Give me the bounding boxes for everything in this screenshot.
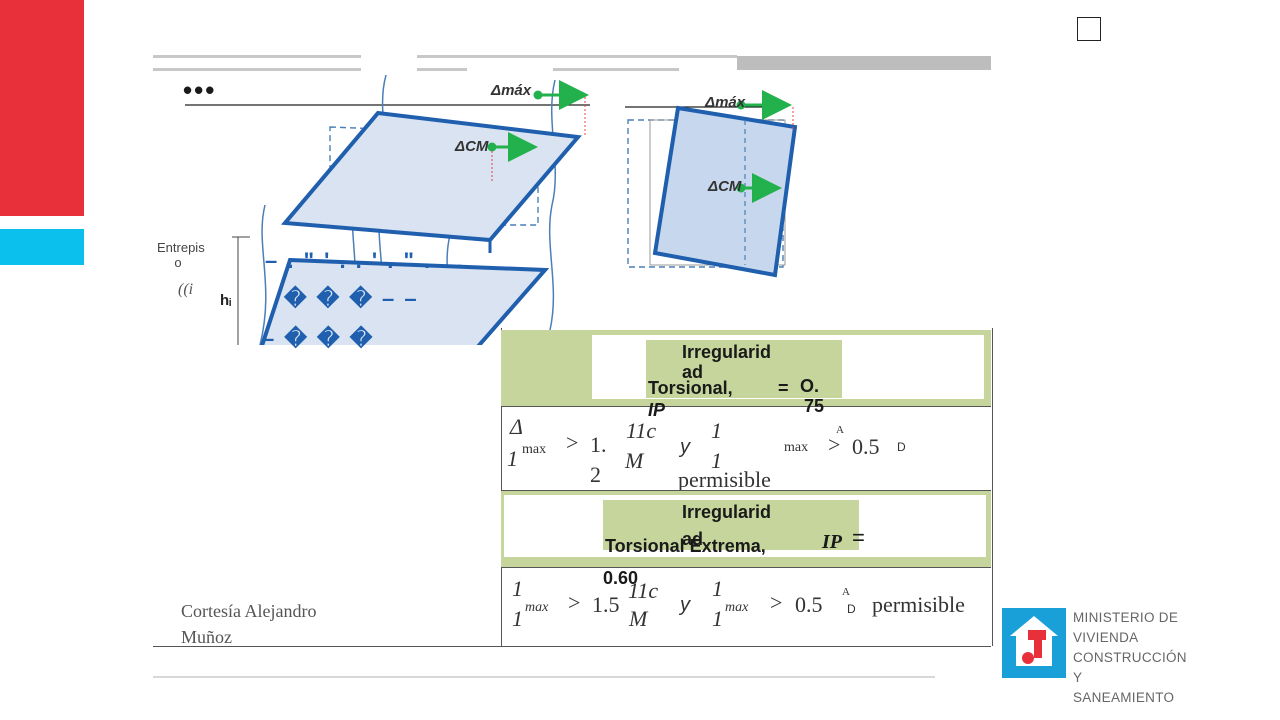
structure-diagram	[185, 75, 798, 345]
formula-term: 1	[512, 606, 523, 631]
formula-term: 2	[590, 462, 601, 487]
torsional-title-c: Torsional,	[648, 378, 733, 398]
plan-original-outline	[627, 119, 784, 268]
header-rule	[153, 55, 361, 58]
garbled-text: – . " ' . . ' . " . . .	[265, 248, 465, 273]
formula-term: 1.	[590, 432, 607, 457]
extrema-value: 0.60	[603, 568, 639, 588]
torsional-value: O.	[800, 376, 820, 396]
ministry-line: SANEAMIENTO	[1073, 690, 1175, 705]
footer-divider	[153, 676, 935, 678]
formula-term: 11c	[626, 418, 657, 443]
formula-term: A	[842, 586, 850, 598]
extrema-title-c: Torsional Extrema,	[605, 536, 766, 556]
formula-term: max	[522, 442, 547, 457]
irregularity-table	[501, 328, 993, 646]
formula-operator: >	[568, 590, 581, 615]
formula-term: max	[784, 440, 809, 455]
table-bottom-rule	[153, 646, 991, 647]
plan-rotated-slab	[652, 105, 798, 278]
formula-term: 11c	[628, 578, 659, 603]
ministry-logo	[1002, 608, 1066, 678]
torsional-title-b: ad	[682, 362, 704, 382]
formula-term: 1	[712, 576, 723, 601]
delta-cm-label: ΔCM	[455, 138, 489, 155]
lower-slab	[260, 257, 550, 345]
house-logo-icon	[1002, 608, 1066, 678]
column-line	[259, 204, 267, 345]
formula-term: 1	[712, 606, 723, 631]
formula-term: 1.5	[592, 592, 620, 617]
formula-term: D	[847, 602, 856, 616]
formula-term: max	[725, 600, 749, 615]
image-credit: Cortesía Alejandro Muñoz	[181, 598, 316, 650]
cyan-accent-bar	[0, 229, 84, 265]
garbled-text: � � � – –	[284, 286, 419, 311]
header-rule	[153, 68, 361, 71]
top-slab	[280, 110, 582, 243]
formula-term: M	[625, 448, 644, 473]
formula-term: A	[836, 424, 844, 436]
header-rule	[553, 68, 679, 71]
torsional-value-b: 75	[804, 396, 825, 416]
formula-term: Δ	[510, 414, 523, 439]
column-line	[548, 79, 557, 331]
formula-term: permisible	[678, 467, 771, 492]
formula-term: 1	[512, 576, 523, 601]
formula-term: M	[629, 606, 648, 631]
garbled-text: – � � �	[262, 326, 375, 351]
ministry-line: Y	[1073, 670, 1083, 685]
ministry-name: MINISTERIO DE VIVIENDA CONSTRUCCIÓN Y SA…	[1073, 608, 1223, 708]
credit-line: Muñoz	[181, 627, 232, 647]
entrepiso-sub: ((i	[178, 281, 194, 298]
torsional-title-a: Irregularid	[682, 342, 772, 362]
ministry-line: MINISTERIO DE	[1073, 610, 1179, 625]
extrema-eq: =	[852, 525, 865, 550]
header-rule	[417, 68, 467, 71]
extrema-title-b: ad	[682, 529, 704, 549]
red-accent-bar	[0, 0, 84, 216]
formula-term: y	[680, 436, 690, 458]
credit-line: Cortesía Alejandro	[181, 601, 317, 621]
ellipsis-text: •••	[183, 75, 217, 105]
plan-delta-cm-label: ΔCM	[708, 178, 742, 195]
formula-term: 1	[507, 446, 518, 471]
extrema-title-a: Irregularid	[682, 502, 772, 522]
entrepiso-label: Entrepis o	[157, 240, 205, 270]
delta-max-label: Δmáx	[491, 82, 532, 99]
torsional-ip: IP	[648, 400, 666, 420]
formula-term: 1	[711, 448, 722, 473]
formula-term: y	[680, 594, 690, 616]
formula-term: 1	[711, 418, 722, 443]
plan-delta-max-label: Δmáx	[705, 94, 746, 111]
torsional-eq: =	[778, 378, 789, 398]
formula-operator: >	[566, 430, 579, 455]
ministry-line: CONSTRUCCIÓN	[1073, 650, 1187, 665]
formula-term: max	[525, 600, 549, 615]
formula-term: permisible	[872, 592, 965, 617]
header-rule	[417, 55, 737, 58]
checkbox[interactable]	[1077, 17, 1101, 41]
formula-operator: >	[828, 432, 841, 457]
formula-operator: >	[770, 590, 783, 615]
height-label: hᵢ	[220, 292, 232, 309]
header-band	[737, 56, 991, 70]
extrema-ip: IP	[822, 531, 842, 553]
formula-term: 0.5	[852, 434, 880, 459]
formula-term: D	[897, 440, 906, 454]
ministry-line: VIVIENDA	[1073, 630, 1139, 645]
formula-term: 0.5	[795, 592, 823, 617]
